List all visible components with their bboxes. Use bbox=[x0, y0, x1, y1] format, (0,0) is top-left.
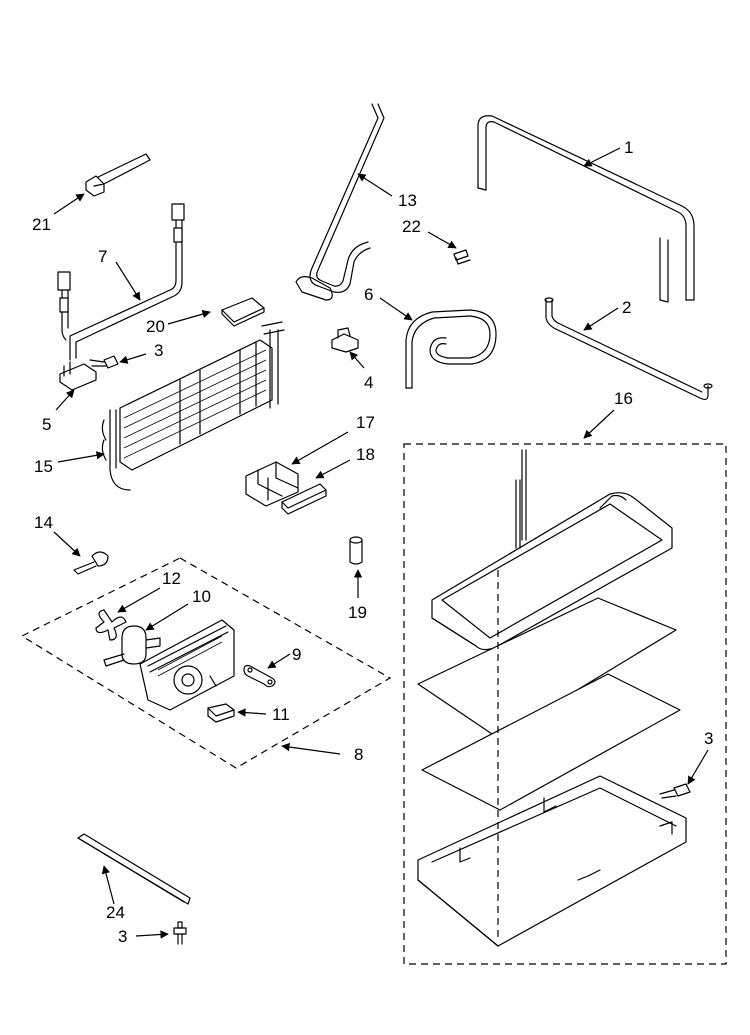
part-8-fan-assembly bbox=[20, 557, 392, 769]
part-1-tube bbox=[477, 115, 695, 303]
leader-14 bbox=[53, 531, 81, 557]
callout-8: 8 bbox=[354, 745, 363, 764]
part-17-housing bbox=[245, 461, 299, 507]
leader-7 bbox=[115, 261, 141, 301]
callout-18: 18 bbox=[356, 445, 375, 464]
leader-11 bbox=[237, 708, 267, 717]
callout-17: 17 bbox=[356, 413, 375, 432]
part-19-cylinder bbox=[349, 536, 363, 565]
part-5-bracket bbox=[59, 361, 97, 391]
part-9-bracket bbox=[243, 664, 276, 688]
leader-22 bbox=[427, 231, 457, 249]
callout-7: 7 bbox=[98, 247, 107, 266]
leader-12 bbox=[117, 587, 161, 613]
part-8-shroud bbox=[139, 619, 235, 711]
callout-3-top: 3 bbox=[154, 341, 163, 360]
callout-24: 24 bbox=[106, 903, 125, 922]
leader-8 bbox=[281, 742, 341, 755]
part-10-motor bbox=[103, 625, 161, 667]
part-3-screw-top bbox=[89, 355, 119, 369]
part-11-clip bbox=[207, 703, 235, 723]
part-18-plate bbox=[281, 483, 327, 515]
callout-4: 4 bbox=[364, 373, 373, 392]
leader-5 bbox=[55, 389, 75, 411]
part-16-sheet-lower bbox=[421, 673, 681, 811]
part-6-coil bbox=[405, 309, 497, 389]
leader-17 bbox=[291, 431, 349, 465]
leader-2 bbox=[583, 307, 619, 331]
callout-21: 21 bbox=[32, 215, 51, 234]
part-2-tube bbox=[544, 297, 713, 401]
part-24-strip bbox=[77, 833, 191, 905]
callout-15: 15 bbox=[34, 457, 53, 476]
callout-20: 20 bbox=[146, 317, 165, 336]
callouts: 1 2 13 22 6 21 7 20 3 5 15 4 16 17 18 19… bbox=[32, 138, 713, 946]
part-16-sheet-upper bbox=[417, 597, 677, 739]
leader-3a bbox=[119, 353, 147, 364]
leader-4 bbox=[349, 351, 365, 369]
part-13-tube bbox=[295, 103, 385, 301]
part-16-drain-pan-assembly bbox=[403, 443, 727, 965]
callout-14: 14 bbox=[34, 513, 53, 532]
callout-3-right: 3 bbox=[704, 729, 713, 748]
leader-9 bbox=[267, 653, 291, 669]
leader-18 bbox=[315, 459, 351, 479]
part-7-harness bbox=[57, 203, 185, 361]
part-20-pad bbox=[221, 297, 265, 327]
leader-1 bbox=[583, 147, 621, 167]
callout-6: 6 bbox=[364, 285, 373, 304]
callout-22: 22 bbox=[402, 217, 421, 236]
callout-19: 19 bbox=[348, 603, 367, 622]
leader-15 bbox=[57, 451, 105, 463]
part-16-tray bbox=[431, 449, 673, 651]
leader-16 bbox=[583, 409, 615, 439]
callout-1: 1 bbox=[624, 138, 633, 157]
leader-3c bbox=[135, 930, 169, 939]
leader-20 bbox=[167, 310, 211, 325]
callout-2: 2 bbox=[622, 298, 631, 317]
callout-16: 16 bbox=[614, 389, 633, 408]
leader-6 bbox=[379, 297, 413, 321]
part-3-screw-right bbox=[659, 783, 691, 799]
part-22-clip bbox=[453, 249, 471, 265]
callout-12: 12 bbox=[162, 569, 181, 588]
leader-21 bbox=[53, 193, 85, 215]
leader-lines bbox=[53, 147, 709, 939]
part-15-evaporator bbox=[101, 321, 285, 491]
callout-10: 10 bbox=[192, 587, 211, 606]
leader-13 bbox=[357, 173, 393, 197]
leader-24 bbox=[101, 865, 115, 905]
part-21-wire-tie bbox=[85, 153, 151, 197]
part-12-fan-blade bbox=[95, 609, 127, 641]
part-16-pan bbox=[417, 775, 687, 947]
callout-3-bottom: 3 bbox=[118, 927, 127, 946]
leader-10 bbox=[145, 603, 189, 631]
callout-11: 11 bbox=[272, 705, 290, 724]
callout-9: 9 bbox=[292, 645, 301, 664]
part-4-clip bbox=[331, 327, 359, 353]
part-3-screw-bottom bbox=[173, 921, 187, 945]
callout-13: 13 bbox=[398, 191, 417, 210]
part-14-sensor bbox=[73, 551, 109, 575]
leader-3b bbox=[687, 749, 709, 785]
callout-5: 5 bbox=[42, 415, 51, 434]
